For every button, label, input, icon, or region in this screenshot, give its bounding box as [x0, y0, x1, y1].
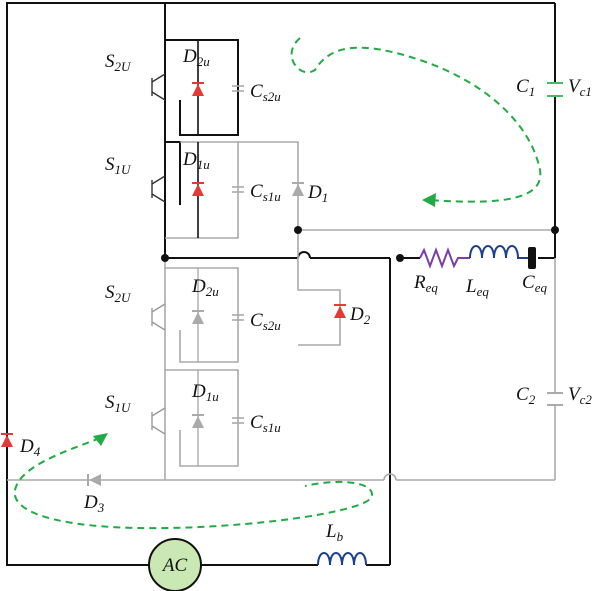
c1-label: C1 — [516, 76, 535, 99]
cs1u-top-label: Cs1u — [250, 181, 281, 204]
d2u-top-label: D2u — [182, 46, 210, 69]
d1u-top-label: D1u — [182, 149, 210, 172]
inductor-leq — [469, 245, 528, 259]
s1u-bot-cell-box — [165, 369, 239, 467]
lower-current-loop — [13, 437, 373, 530]
diode-d2u-top — [192, 40, 204, 135]
outer-left-wire — [6, 2, 165, 566]
s1u-top-label: S1U — [105, 154, 132, 177]
diode-d1u-top — [192, 142, 204, 238]
diode-triangle — [192, 416, 204, 428]
d2-label: D2 — [349, 304, 371, 327]
capacitor-cs1u-bottom — [232, 417, 244, 424]
upper-loop-arrowhead — [422, 193, 436, 207]
ac-source-label: AC — [161, 555, 188, 576]
d3-label: D3 — [83, 492, 105, 515]
resistor-req — [419, 247, 470, 269]
diode-d1u-bottom — [192, 370, 204, 466]
inactive-wires — [7, 141, 556, 481]
junction-dot — [161, 254, 169, 262]
junction-dots — [161, 226, 559, 262]
inductor-lb — [317, 552, 367, 566]
d1-branch-wire — [238, 141, 299, 230]
upper-current-loop — [290, 37, 542, 203]
mid-node-crossover — [297, 251, 311, 259]
igbt-emitter — [151, 193, 166, 203]
transistor-s2u-bottom — [151, 303, 166, 331]
d2-branch-wire — [297, 230, 341, 346]
d2u-bottom-label: D2u — [191, 276, 219, 299]
bottom-gray-bus-crossover — [383, 473, 397, 481]
igbt-emitter — [151, 91, 166, 101]
diode-triangle — [192, 184, 204, 196]
s2u-top-cell-wire — [165, 39, 239, 136]
cs1u-bottom-label: Cs1u — [250, 412, 281, 435]
vc2-label: Vc2 — [568, 384, 592, 407]
transistor-s1u-top — [151, 175, 166, 203]
igbt-collector — [151, 73, 166, 83]
capacitor-cs1u-top — [232, 186, 244, 193]
igbt-collector — [151, 407, 166, 417]
capacitor-c1 — [547, 82, 563, 97]
diode-d1 — [292, 182, 304, 196]
junction-dot — [396, 254, 404, 262]
s1u-bottom-label: S1U — [105, 392, 132, 415]
d4-label: D4 — [19, 436, 41, 459]
capacitor-cs2u-bottom — [232, 314, 244, 321]
cs2u-bottom-label: Cs2u — [250, 310, 281, 333]
diode-d4 — [1, 433, 13, 447]
ceq-label: Ceq — [522, 272, 547, 295]
s2u-top-label: S2U — [105, 51, 132, 74]
s2u-bot-cell-box — [165, 267, 239, 363]
vc1-label: Vc1 — [568, 76, 592, 99]
cs2u-top-label: Cs2u — [250, 81, 281, 104]
capacitor-cs2u-top — [232, 85, 244, 92]
leq-label: Leq — [465, 276, 489, 299]
c2-label: C2 — [516, 384, 536, 407]
current-paths — [13, 37, 542, 530]
transistor-s1u-bottom — [151, 407, 166, 435]
d1u-bottom-label: D1u — [191, 381, 219, 404]
diode-d2 — [334, 304, 346, 318]
diode-triangle — [89, 474, 101, 486]
d1-label: D1 — [307, 182, 328, 205]
diode-d3 — [87, 474, 101, 486]
capacitor-c2 — [547, 392, 563, 406]
capacitor-ceq — [528, 247, 536, 269]
diode-triangle — [192, 84, 204, 96]
junction-dot — [551, 226, 559, 234]
igbt-emitter — [151, 425, 166, 435]
diode-triangle — [192, 312, 204, 324]
s2u-bottom-label: S2U — [105, 282, 132, 305]
active-wires — [6, 2, 556, 566]
lb-label: Lb — [325, 521, 344, 544]
s1u-top-gray-cell — [165, 141, 239, 239]
diode-triangle — [334, 306, 346, 318]
transistor-s2u-top — [151, 73, 166, 101]
igbt-emitter — [151, 321, 166, 331]
diode-triangle — [1, 435, 13, 447]
igbt-collector — [151, 175, 166, 185]
s1u-top-cell-wire — [165, 141, 181, 205]
ac-source — [148, 538, 202, 591]
lower-loop-arrowhead — [93, 433, 108, 446]
diode-d2u-bottom — [192, 268, 204, 362]
junction-dot — [294, 226, 302, 234]
igbt-collector — [151, 303, 166, 313]
diode-triangle — [292, 184, 304, 196]
req-label: Req — [413, 272, 438, 295]
